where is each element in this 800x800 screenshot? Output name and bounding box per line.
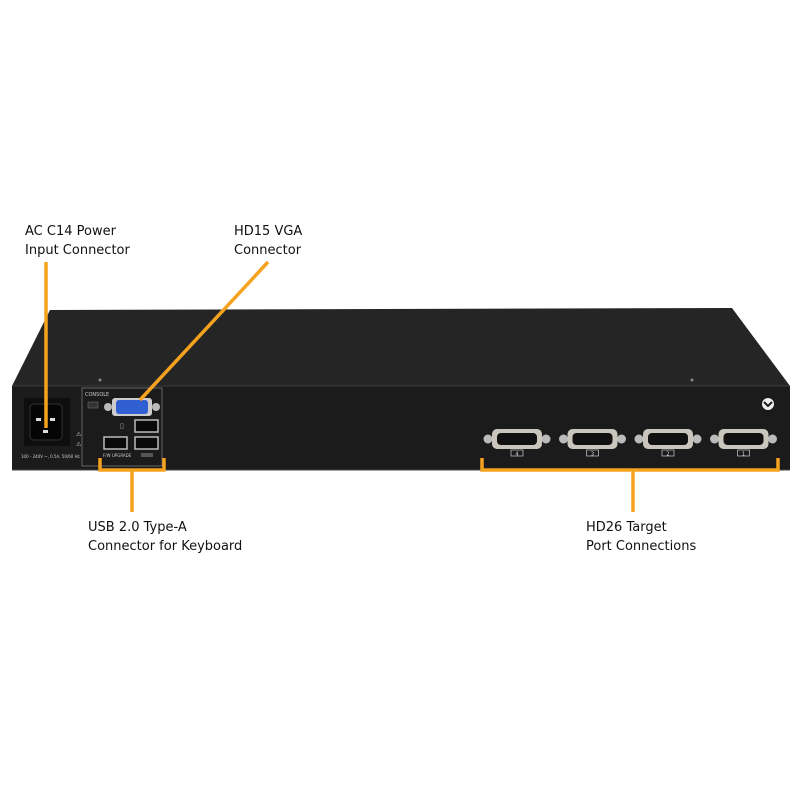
callout-text: Connector	[234, 243, 302, 258]
brand-logo-icon	[762, 398, 774, 410]
callout-text: HD15 VGA	[234, 224, 303, 239]
hd26-port-2: 2	[634, 429, 702, 458]
callout-text: Port Connections	[586, 539, 697, 554]
callout-usb: USB 2.0 Type-A Connector for Keyboard	[88, 518, 242, 556]
callout-vga: HD15 VGA Connector	[234, 222, 302, 260]
hd26-ports: 4 3 2 1	[483, 429, 777, 458]
fw-upgrade-label: F/W UPGRADE	[103, 453, 132, 458]
callout-text: USB 2.0 Type-A	[88, 520, 187, 535]
mouse-icon: ▯	[120, 422, 124, 430]
console-panel: CONSOLE ▯ F/W UPGRADE	[81, 387, 163, 467]
callout-line-vga	[138, 260, 270, 402]
port-number: 4	[515, 452, 518, 458]
usb-port	[134, 436, 159, 450]
callout-text: Input Connector	[25, 243, 130, 258]
warning-icon: ⚠	[76, 431, 82, 438]
callout-bracket-ports	[480, 458, 780, 472]
power-rating-label: 100 - 240V ~, 0.5A, 50/60 Hz	[21, 454, 80, 459]
chassis-top	[12, 308, 790, 386]
callout-power: AC C14 Power Input Connector	[25, 222, 130, 260]
hd26-port-3: 3	[559, 429, 626, 458]
callout-text: HD26 Target	[586, 520, 667, 535]
vga-port	[104, 398, 160, 416]
hd26-port-4: 4	[483, 429, 551, 458]
console-label: CONSOLE	[85, 392, 109, 398]
usb-port	[103, 436, 128, 450]
usb-port	[134, 419, 159, 433]
port-number: 3	[591, 452, 594, 458]
callout-lines	[44, 260, 780, 512]
callout-text: Connector for Keyboard	[88, 539, 243, 554]
callout-ports: HD26 Target Port Connections	[586, 518, 696, 556]
warning-icon: ⚠	[76, 441, 82, 448]
port-number: 2	[666, 452, 669, 458]
port-number: 1	[742, 452, 745, 458]
hd26-port-1: 1	[710, 429, 777, 458]
callout-text: AC C14 Power	[25, 224, 116, 239]
